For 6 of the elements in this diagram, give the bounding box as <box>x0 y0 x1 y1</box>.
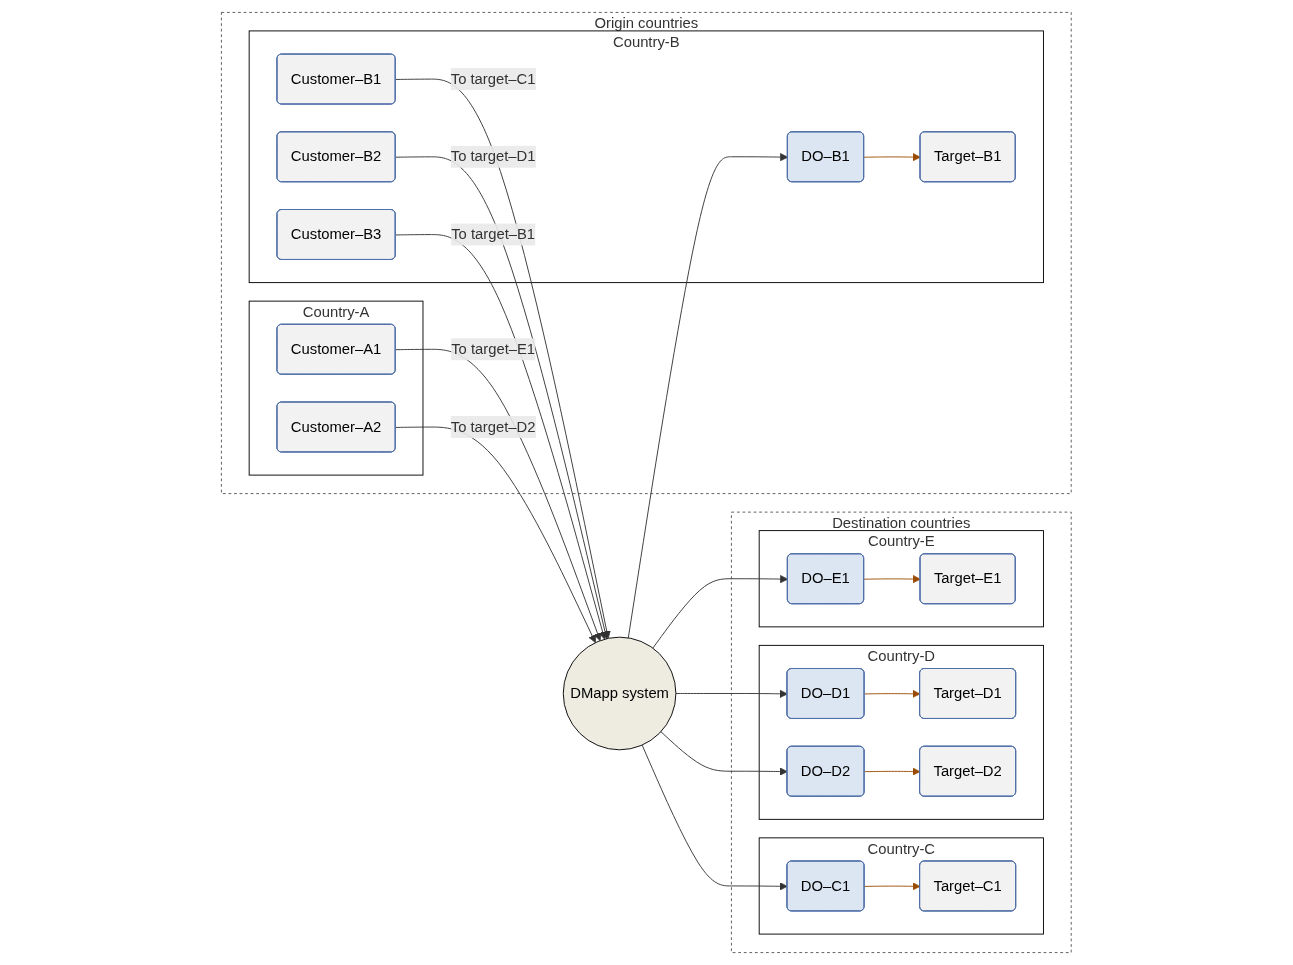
edge-label: To target–B1 <box>451 226 536 242</box>
edge-label: To target–D1 <box>450 148 536 165</box>
edge-label: To target–C1 <box>450 70 536 87</box>
edge-label: To target–E1 <box>451 340 536 357</box>
edge-label: To target–D2 <box>450 418 536 435</box>
node-circle: DMapp system <box>563 636 677 751</box>
